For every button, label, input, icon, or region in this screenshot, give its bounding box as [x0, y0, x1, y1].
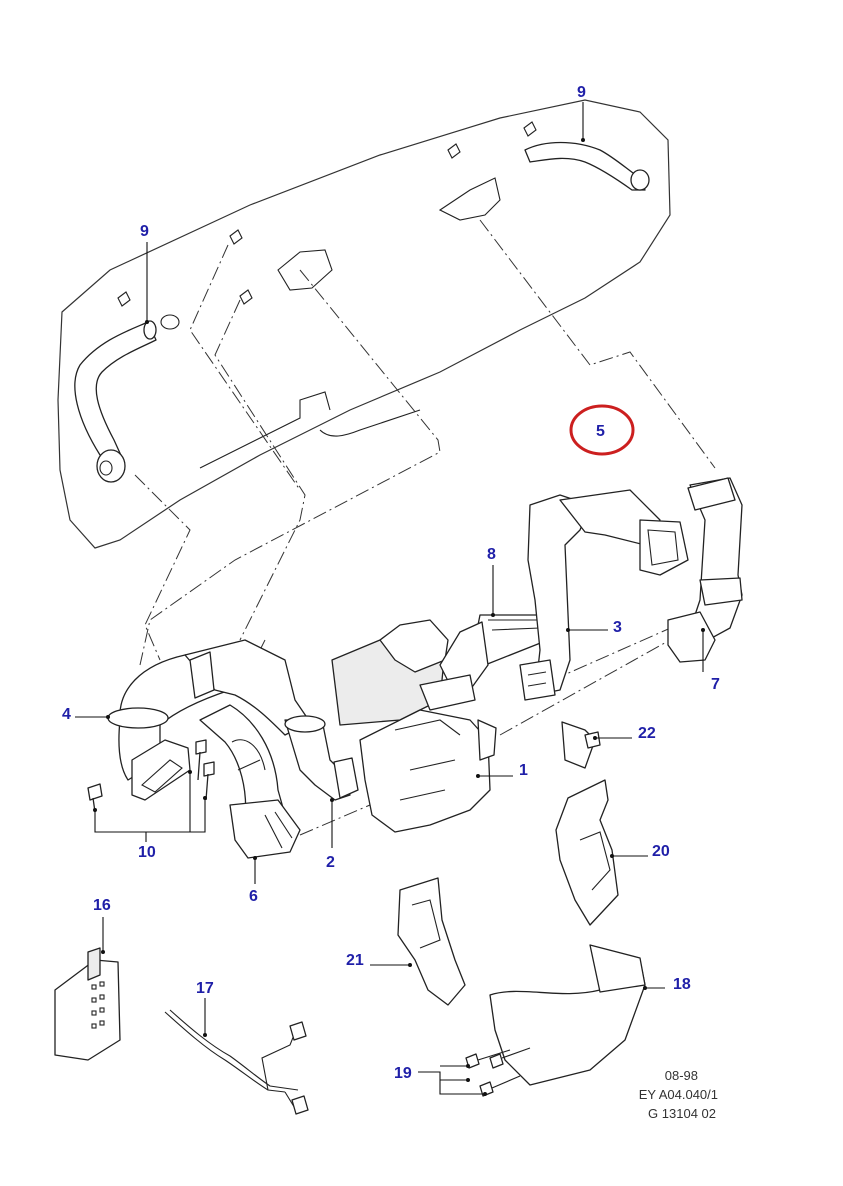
callout-22: 22 [638, 725, 656, 742]
callout-9-upper: 9 [577, 84, 586, 101]
bracket-part-20 [555, 779, 619, 926]
vehicle-body-panel [57, 99, 671, 549]
reference-number: G 13104 02 [648, 1106, 716, 1121]
reference-date: 08-98 [664, 1068, 698, 1083]
callout-8: 8 [487, 546, 496, 563]
duct-part-7 [667, 477, 743, 663]
callout-7: 7 [711, 676, 720, 693]
callout-20: 20 [652, 843, 670, 860]
callout-5: 5 [596, 423, 605, 440]
module-part-16 [54, 947, 121, 1061]
screws-part-10 [87, 739, 215, 813]
hose-part-9-right [524, 141, 650, 191]
duct-part-6 [199, 704, 301, 859]
hose-part-9-left [74, 320, 157, 483]
callout-2: 2 [326, 854, 335, 871]
callout-9-left: 9 [140, 223, 149, 240]
harness-part-17 [164, 1009, 309, 1115]
callout-19: 19 [394, 1065, 412, 1082]
callout-1: 1 [519, 762, 528, 779]
callout-10: 10 [138, 844, 156, 861]
callout-3: 3 [613, 619, 622, 636]
screws-part-19 [465, 1047, 531, 1097]
callout-4: 4 [62, 706, 71, 723]
callout-6: 6 [249, 888, 258, 905]
reference-code: EY A04.040/1 [638, 1087, 718, 1102]
heater-unit-part-1 [331, 619, 497, 833]
bracket-part-22 [561, 721, 601, 769]
callout-17: 17 [196, 980, 214, 997]
bracket-part-21 [397, 877, 466, 1006]
leader-lines [75, 102, 705, 1096]
callout-18: 18 [673, 976, 691, 993]
duct-part-3 [519, 489, 689, 701]
callout-16: 16 [93, 897, 111, 914]
duct-part-8 [419, 614, 549, 711]
cover-part-18 [489, 944, 646, 1086]
highlight-circle [569, 404, 635, 456]
callout-21: 21 [346, 952, 364, 969]
